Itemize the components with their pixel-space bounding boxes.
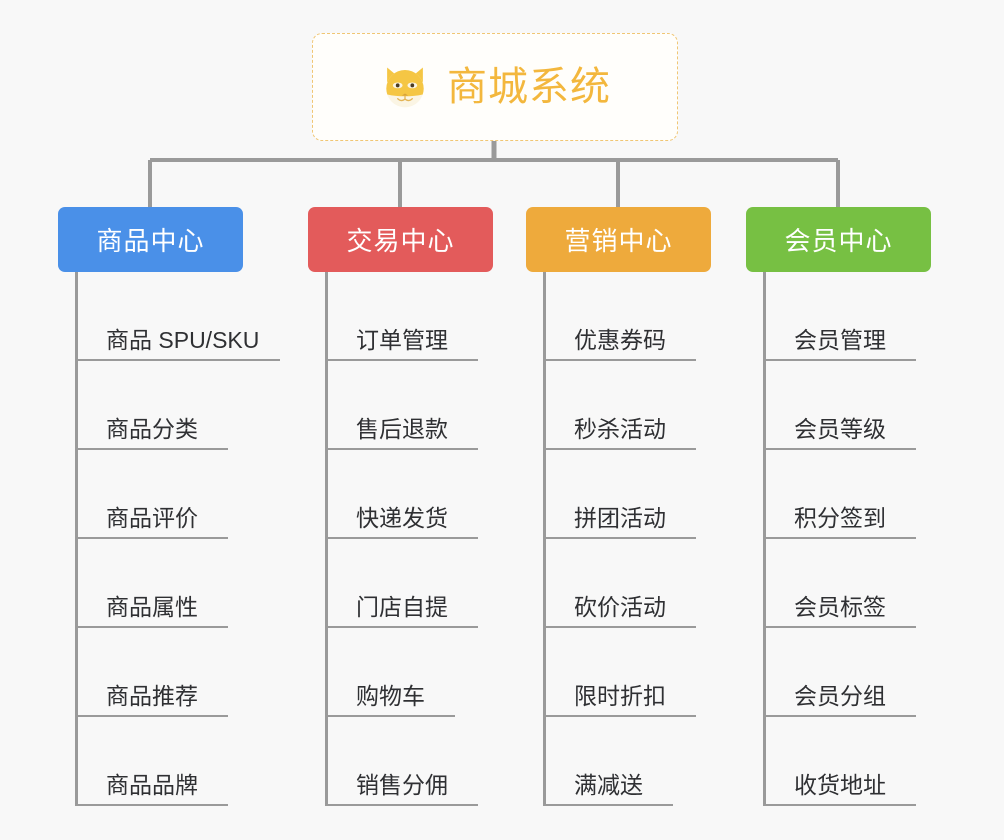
item-underline [328,626,478,628]
list-item[interactable]: 会员分组 [766,628,931,717]
item-label: 收货地址 [794,771,886,798]
item-underline [766,804,916,806]
item-label: 限时折扣 [574,682,666,709]
list-item[interactable]: 商品属性 [78,539,259,628]
item-underline [78,804,228,806]
item-underline [328,715,455,717]
item-underline [546,715,696,717]
list-item[interactable]: 积分签到 [766,450,931,539]
root-title: 商城系统 [447,65,611,109]
item-underline [546,804,673,806]
list-item[interactable]: 商品品牌 [78,717,259,806]
item-underline [546,448,696,450]
item-label: 秒杀活动 [574,415,666,442]
list-item[interactable]: 订单管理 [328,272,493,361]
list-item[interactable]: 快递发货 [328,450,493,539]
list-item[interactable]: 收货地址 [766,717,931,806]
item-label: 砍价活动 [574,593,666,620]
list-item[interactable]: 会员管理 [766,272,931,361]
list-item[interactable]: 拼团活动 [546,450,711,539]
list-item[interactable]: 商品评价 [78,450,259,539]
category-header-3[interactable]: 会员中心 [746,207,931,272]
item-underline [328,537,478,539]
item-label: 商品评价 [106,504,198,531]
item-label: 会员标签 [794,593,886,620]
category-label-2: 营销中心 [564,226,673,256]
category-header-2[interactable]: 营销中心 [526,207,711,272]
item-label: 订单管理 [356,326,448,353]
item-label: 销售分佣 [356,771,448,798]
item-label: 会员等级 [794,415,886,442]
list-item[interactable]: 商品推荐 [78,628,259,717]
category-column-3: 会员中心 会员管理 会员等级 积分签到 会员标签 会员分组 [746,207,931,806]
category-header-1[interactable]: 交易中心 [308,207,493,272]
item-underline [766,359,916,361]
item-label: 满减送 [574,771,643,798]
item-underline [546,537,696,539]
item-label: 售后退款 [356,415,448,442]
category-column-0: 商品中心 商品 SPU/SKU 商品分类 商品评价 商品属性 商品推荐 [58,207,280,806]
item-label: 拼团活动 [574,504,666,531]
item-underline [328,448,478,450]
item-label: 会员管理 [794,326,886,353]
item-underline [78,715,228,717]
item-underline [78,537,228,539]
item-list-3: 会员管理 会员等级 积分签到 会员标签 会员分组 收货地址 [763,272,931,806]
item-underline [78,359,280,361]
item-label: 积分签到 [794,504,886,531]
item-underline [766,448,916,450]
list-item[interactable]: 售后退款 [328,361,493,450]
item-list-1: 订单管理 售后退款 快递发货 门店自提 购物车 销售分佣 [325,272,493,806]
item-underline [328,359,478,361]
category-label-3: 会员中心 [784,226,893,256]
list-item[interactable]: 商品 SPU/SKU [78,272,280,361]
item-list-0: 商品 SPU/SKU 商品分类 商品评价 商品属性 商品推荐 商品品牌 [75,272,280,806]
category-label-0: 商品中心 [96,226,205,256]
list-item[interactable]: 满减送 [546,717,711,806]
item-label: 优惠券码 [574,326,666,353]
item-underline [78,448,228,450]
item-label: 商品推荐 [106,682,198,709]
category-label-1: 交易中心 [346,226,455,256]
item-list-2: 优惠券码 秒杀活动 拼团活动 砍价活动 限时折扣 满减送 [543,272,711,806]
item-label: 快递发货 [356,504,448,531]
item-label: 门店自提 [356,593,448,620]
item-underline [766,715,916,717]
item-underline [546,359,696,361]
list-item[interactable]: 销售分佣 [328,717,493,806]
list-item[interactable]: 会员标签 [766,539,931,628]
item-underline [766,626,916,628]
item-label: 商品分类 [106,415,198,442]
item-label: 会员分组 [794,682,886,709]
item-underline [546,626,696,628]
list-item[interactable]: 门店自提 [328,539,493,628]
list-item[interactable]: 砍价活动 [546,539,711,628]
item-label: 商品品牌 [106,771,198,798]
list-item[interactable]: 优惠券码 [546,272,711,361]
item-label: 商品 SPU/SKU [106,326,260,353]
list-item[interactable]: 限时折扣 [546,628,711,717]
list-item[interactable]: 秒杀活动 [546,361,711,450]
category-column-1: 交易中心 订单管理 售后退款 快递发货 门店自提 购物车 [308,207,493,806]
category-header-0[interactable]: 商品中心 [58,207,243,272]
category-column-2: 营销中心 优惠券码 秒杀活动 拼团活动 砍价活动 限时折扣 [526,207,711,806]
list-item[interactable]: 商品分类 [78,361,259,450]
shiba-dog-face-icon [386,67,424,108]
item-underline [766,537,916,539]
item-underline [78,626,228,628]
item-label: 购物车 [356,682,425,709]
item-underline [328,804,478,806]
list-item[interactable]: 会员等级 [766,361,931,450]
list-item[interactable]: 购物车 [328,628,493,717]
root-node[interactable]: 商城系统 [312,33,678,141]
item-label: 商品属性 [106,593,198,620]
